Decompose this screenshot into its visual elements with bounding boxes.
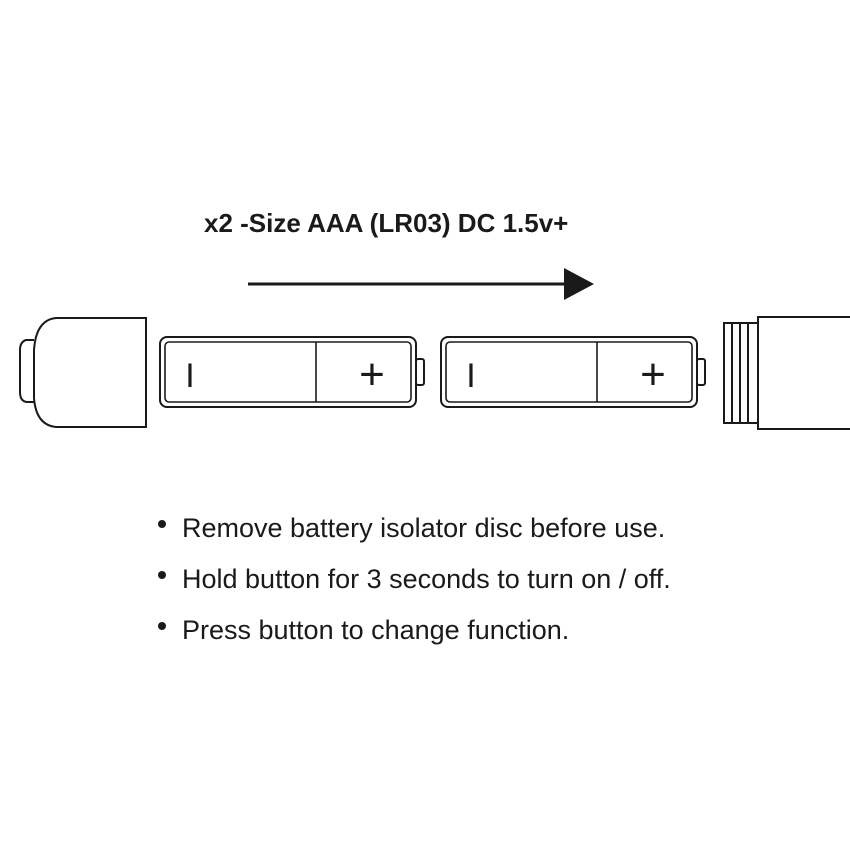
battery-2-plus-symbol: + bbox=[640, 350, 666, 399]
bullet-icon bbox=[158, 571, 166, 579]
instruction-item: Hold button for 3 seconds to turn on / o… bbox=[158, 554, 671, 605]
instruction-item: Remove battery isolator disc before use. bbox=[158, 503, 671, 554]
bullet-icon bbox=[158, 622, 166, 630]
battery-1-minus-symbol: I bbox=[185, 357, 194, 395]
battery-spec-title: x2 -Size AAA (LR03) DC 1.5v+ bbox=[204, 208, 569, 238]
end-cap bbox=[19, 317, 147, 428]
instruction-text: Remove battery isolator disc before use. bbox=[182, 513, 666, 543]
instruction-text: Hold button for 3 seconds to turn on / o… bbox=[182, 564, 671, 594]
battery-1-plus-symbol: + bbox=[359, 350, 385, 399]
battery-1: I + bbox=[159, 336, 425, 408]
insertion-arrow bbox=[248, 268, 594, 300]
instruction-item: Press button to change function. bbox=[158, 605, 671, 656]
device-body bbox=[723, 316, 850, 430]
battery-2-minus-symbol: I bbox=[466, 357, 475, 395]
instructions-list: Remove battery isolator disc before use.… bbox=[158, 503, 671, 656]
instruction-text: Press button to change function. bbox=[182, 615, 570, 645]
bullet-icon bbox=[158, 520, 166, 528]
battery-2: I + bbox=[440, 336, 706, 408]
